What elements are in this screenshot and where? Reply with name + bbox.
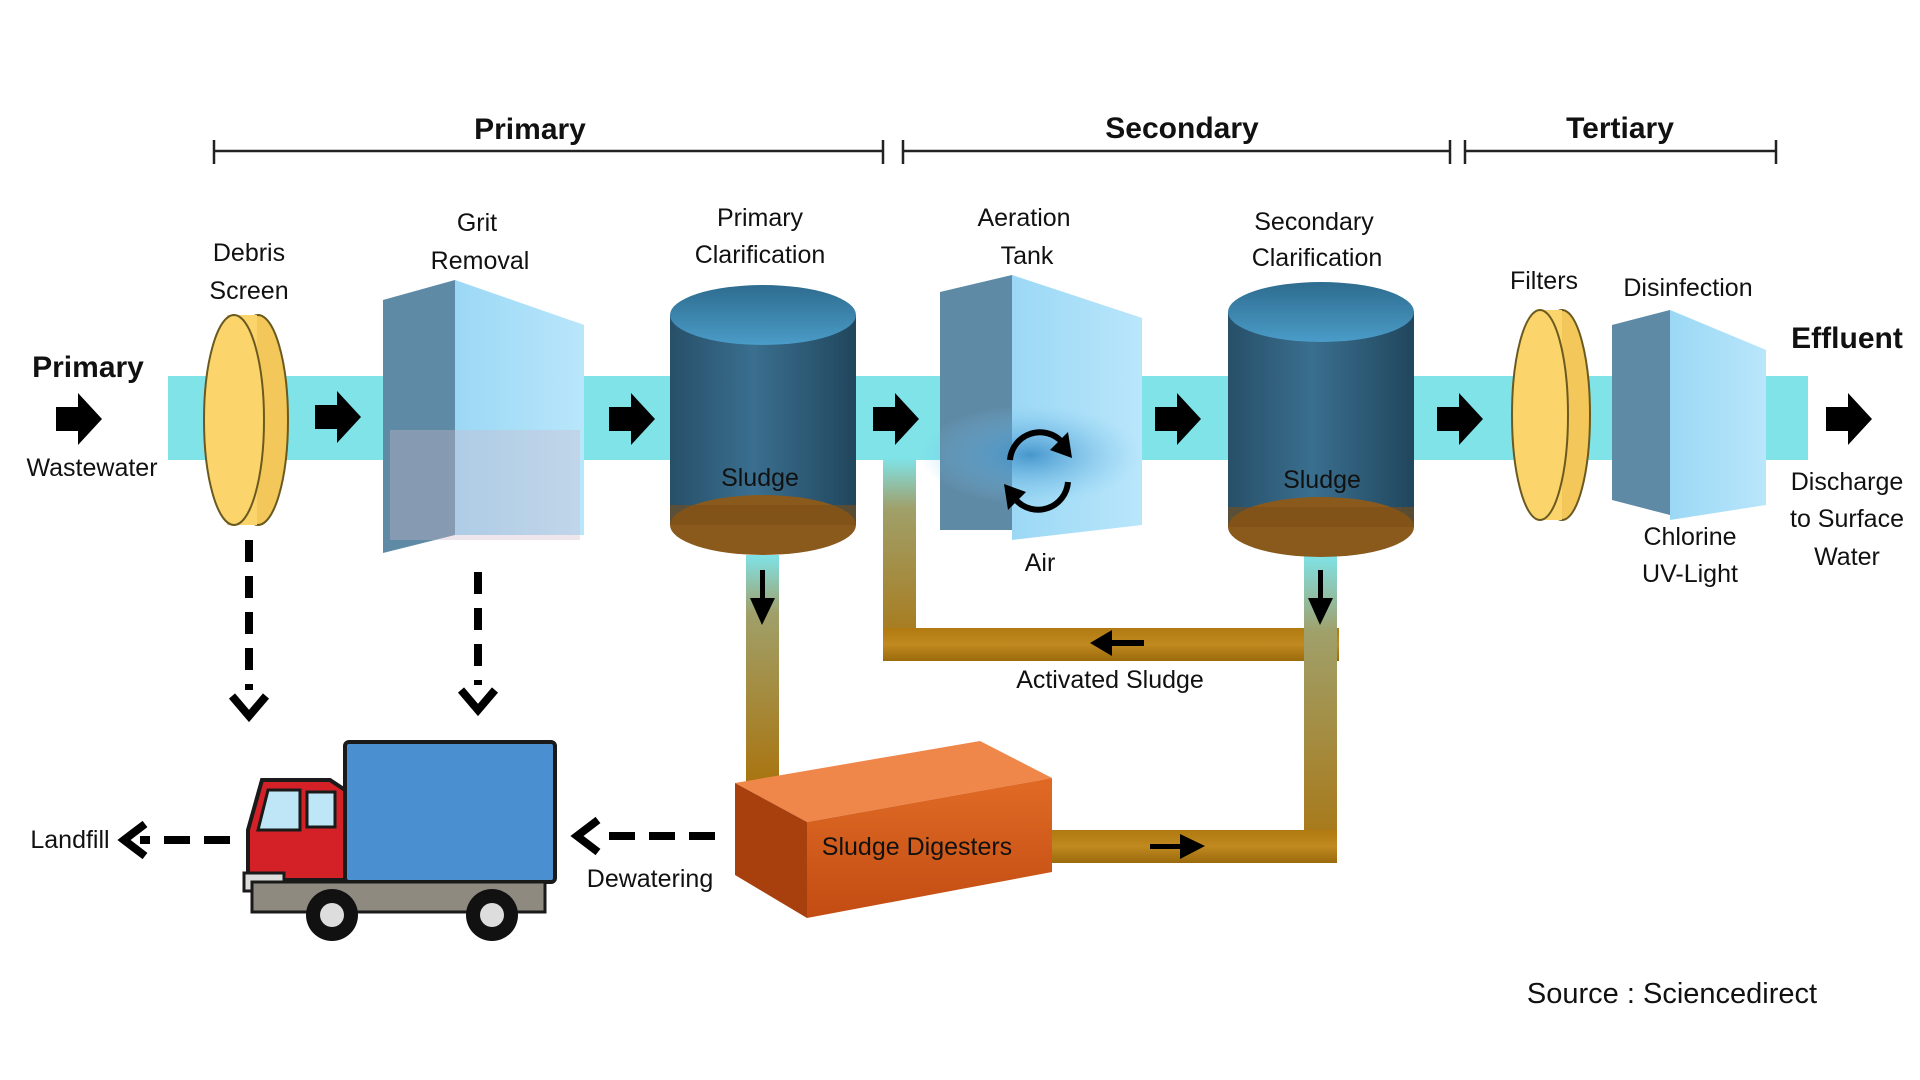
sludge-digesters-label: Sludge Digesters (822, 833, 1012, 861)
inlet-title: Primary (32, 351, 144, 384)
chlorine-label: Chlorine (1643, 523, 1736, 551)
digester-return-arrow-icon (1150, 834, 1205, 859)
secondary-clarification-label-1: Secondary (1254, 208, 1374, 236)
grit-removal-label-1: Grit (457, 209, 497, 237)
grit-removal-box (383, 280, 584, 553)
landfill-label: Landfill (30, 826, 109, 854)
secondary-clarification-label-2: Clarification (1252, 244, 1383, 272)
dewatering-arrow-icon (570, 816, 715, 856)
secondary-clarifier-tank (1228, 282, 1414, 557)
aeration-tank-label-1: Aeration (977, 204, 1070, 232)
grit-to-truck-arrow-icon (457, 572, 499, 717)
outlet-line-1: Discharge (1791, 468, 1904, 496)
disinfection-label: Disinfection (1623, 274, 1752, 302)
filter-unit (1511, 309, 1591, 521)
activated-sludge-label: Activated Sludge (1016, 666, 1204, 694)
debris-to-truck-arrow-icon (228, 540, 270, 723)
air-label: Air (1025, 549, 1056, 577)
stage-label-secondary: Secondary (1105, 112, 1259, 145)
uv-light-label: UV-Light (1642, 560, 1738, 588)
debris-screen (203, 314, 289, 526)
inlet-subtitle: Wastewater (26, 454, 157, 482)
primary-clarification-label-2: Clarification (695, 241, 826, 269)
stage-label-tertiary: Tertiary (1566, 112, 1674, 145)
dewatering-label: Dewatering (587, 865, 713, 893)
truck-icon (242, 740, 557, 941)
sludge-down-arrow-icon (750, 570, 775, 625)
sludge-down-arrow-icon (1308, 570, 1333, 625)
aeration-tank (920, 275, 1142, 540)
stage-label-primary: Primary (474, 113, 586, 146)
aeration-cycle-icon (1004, 429, 1072, 513)
landfill-arrow-icon (117, 820, 230, 860)
debris-screen-label-2: Screen (209, 277, 288, 305)
stage-brackets (212, 140, 1778, 164)
disinfection-box (1612, 310, 1766, 520)
source-note: Source : Sciencedirect (1527, 978, 1817, 1010)
inlet-arrow-icon (56, 393, 102, 445)
sludge-digesters-box (735, 741, 1052, 918)
outlet-title: Effluent (1791, 322, 1903, 355)
secondary-sludge-label: Sludge (1283, 466, 1361, 494)
outlet-line-2: to Surface (1790, 505, 1904, 533)
primary-sludge-label: Sludge (721, 464, 799, 492)
debris-screen-label-1: Debris (213, 239, 285, 267)
outlet-line-3: Water (1814, 543, 1880, 571)
primary-clarification-label-1: Primary (717, 204, 804, 232)
filters-label: Filters (1510, 267, 1578, 295)
primary-clarifier-tank (670, 285, 856, 555)
grit-removal-label-2: Removal (431, 247, 530, 275)
aeration-tank-label-2: Tank (1001, 242, 1054, 270)
activated-sludge-arrow-icon (1090, 630, 1144, 656)
outlet-arrow-icon (1826, 393, 1872, 445)
